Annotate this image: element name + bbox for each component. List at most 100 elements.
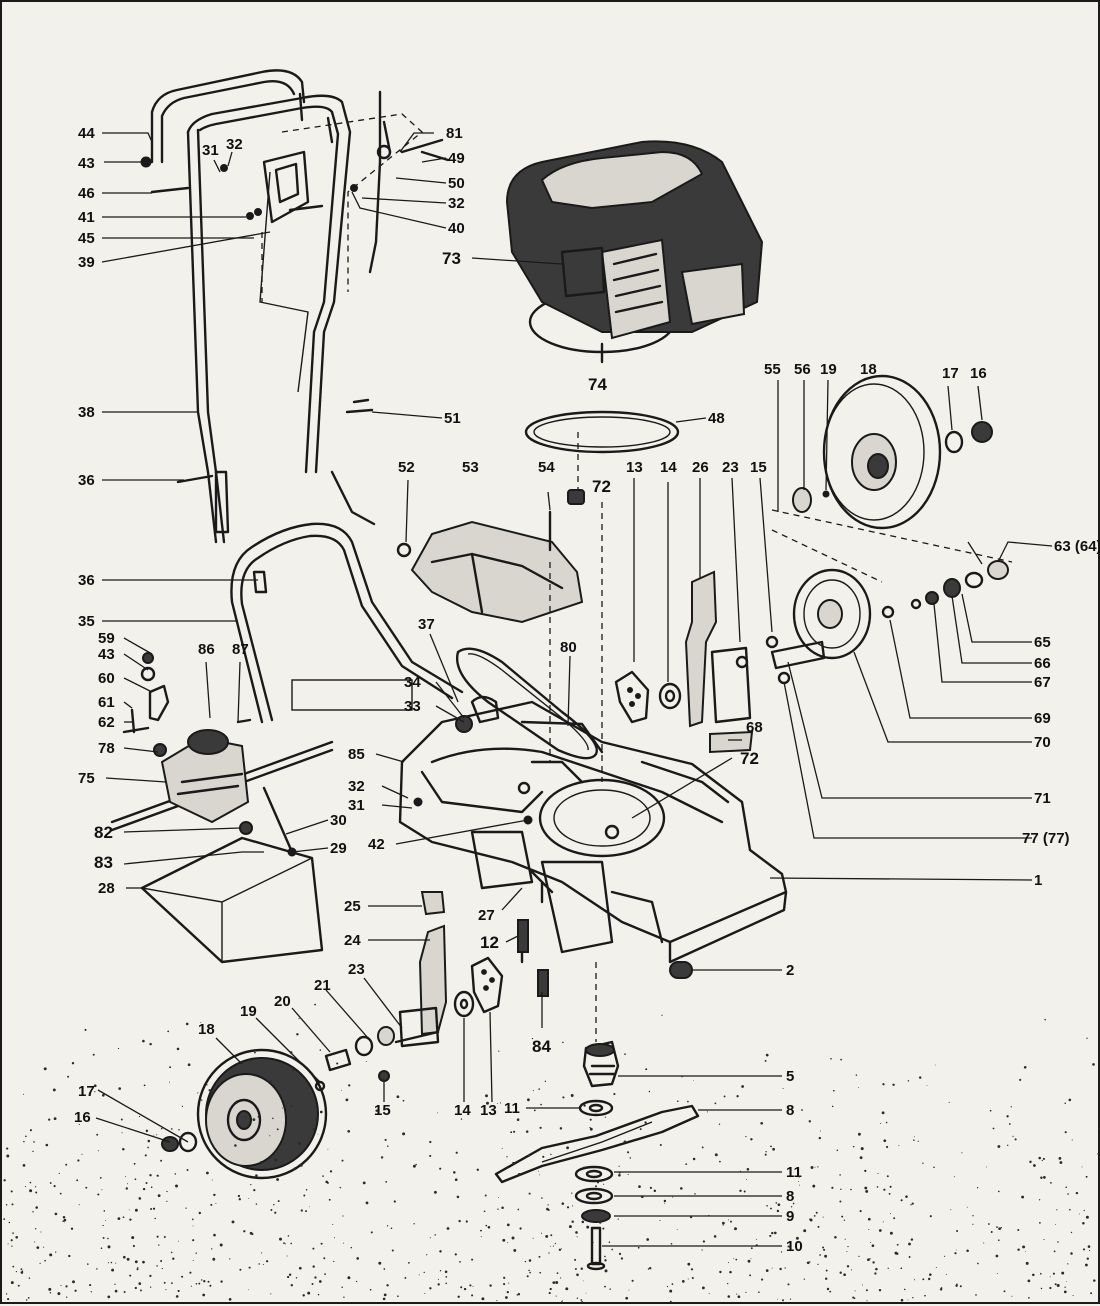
speckle-dot — [692, 1157, 696, 1161]
speckle-dot — [1086, 1037, 1088, 1039]
speckle-dot — [1000, 1227, 1002, 1229]
speckle-dot — [471, 1258, 474, 1261]
speckle-dot — [176, 1047, 180, 1051]
speckle-dot — [307, 1291, 311, 1295]
speckle-dot — [298, 1266, 302, 1270]
label-85: 85 — [348, 746, 365, 763]
speckle-dot — [539, 1271, 542, 1274]
speckle-dot — [727, 1261, 729, 1264]
speckle-dot — [627, 1173, 629, 1175]
speckle-dot — [531, 1038, 534, 1040]
speckle-dot — [1023, 1065, 1027, 1069]
speckle-dot — [213, 1233, 216, 1237]
speckle-dot — [220, 1280, 223, 1283]
wheel-hub-right — [765, 560, 1009, 685]
label-8: 8 — [786, 1102, 794, 1119]
speckle-dot — [659, 1144, 662, 1146]
speckle-dot — [516, 1118, 520, 1121]
speckle-dot — [187, 1063, 191, 1067]
label-13: 13 — [626, 459, 643, 476]
speckle-dot — [739, 1189, 742, 1193]
speckle-dot — [562, 1096, 565, 1099]
speckle-dot — [67, 1075, 70, 1078]
speckle-dot — [620, 1257, 624, 1260]
speckle-dot — [457, 1295, 460, 1298]
speckle-dot — [122, 1216, 125, 1219]
speckle-dot — [320, 1242, 323, 1245]
speckle-dot — [332, 1223, 334, 1226]
speckle-dot — [1064, 1286, 1066, 1288]
speckle-dot — [396, 1095, 400, 1099]
speckle-dot — [136, 1268, 139, 1271]
speckle-dot — [381, 1078, 385, 1081]
speckle-dot — [813, 1215, 816, 1217]
speckle-dot — [558, 1248, 562, 1251]
speckle-dot — [1049, 1286, 1052, 1290]
speckle-dot — [562, 1159, 564, 1161]
speckle-dot — [323, 1257, 326, 1260]
speckle-dot — [134, 1178, 137, 1181]
speckle-dot — [790, 1206, 793, 1208]
speckle-dot — [998, 1227, 1001, 1231]
speckle-dot — [34, 1186, 37, 1188]
speckle-dot — [156, 1134, 158, 1136]
speckle-dot — [170, 1128, 173, 1130]
label-31b: 31 — [348, 797, 365, 814]
speckle-dot — [219, 1243, 223, 1247]
speckle-dot — [876, 1186, 879, 1188]
speckle-dot — [886, 1175, 889, 1178]
speckle-dot — [125, 1187, 128, 1190]
speckle-dot — [199, 1022, 201, 1023]
speckle-dot — [507, 1242, 509, 1244]
speckle-dot — [362, 1181, 366, 1185]
speckle-dot — [317, 1293, 320, 1296]
label-36: 36 — [78, 472, 95, 489]
speckle-dot — [787, 1283, 790, 1286]
speckle-dot — [881, 1111, 885, 1115]
speckle-dot — [687, 1278, 689, 1280]
speckle-dot — [777, 1203, 781, 1206]
speckle-dot — [997, 1190, 1000, 1193]
speckle-dot — [900, 1267, 903, 1270]
speckle-dot — [55, 1251, 57, 1253]
speckle-dot — [859, 1210, 862, 1213]
speckle-dot — [1081, 1166, 1083, 1168]
speckle-dot — [1050, 1182, 1052, 1184]
speckle-dot — [618, 1165, 620, 1167]
label-69: 69 — [1034, 710, 1051, 727]
speckle-dot — [933, 1166, 935, 1169]
speckle-dot — [702, 1240, 706, 1243]
speckle-dot — [133, 1162, 136, 1165]
speckle-dot — [192, 1225, 194, 1227]
speckle-dot — [28, 1277, 31, 1279]
label-24: 24 — [344, 932, 361, 949]
speckle-dot — [566, 1146, 570, 1150]
speckle-dot — [687, 1262, 691, 1266]
speckle-dot — [114, 1283, 116, 1285]
speckle-dot — [147, 1139, 151, 1143]
speckle-dot — [424, 1292, 426, 1294]
wheel-front-left — [161, 1026, 440, 1180]
speckle-dot — [671, 1283, 674, 1285]
speckle-dot — [608, 1241, 611, 1243]
speckle-dot — [343, 1242, 344, 1244]
speckle-dot — [157, 1194, 161, 1198]
speckle-dot — [672, 1196, 674, 1198]
speckle-dot — [745, 1291, 747, 1293]
speckle-dot — [512, 1161, 515, 1165]
speckle-dot — [229, 1258, 231, 1260]
speckle-dot — [24, 1186, 27, 1188]
speckle-dot — [248, 1197, 250, 1199]
speckle-dot — [1092, 1063, 1095, 1066]
speckle-dot — [329, 1170, 333, 1173]
speckle-dot — [517, 1292, 521, 1296]
speckle-dot — [739, 1170, 741, 1172]
speckle-dot — [589, 1118, 592, 1121]
speckle-dot — [972, 1223, 974, 1225]
speckle-dot — [747, 1259, 751, 1263]
speckle-dot — [840, 1058, 842, 1061]
speckle-dot — [137, 1267, 139, 1269]
speckle-dot — [72, 1280, 75, 1284]
speckle-dot — [57, 1292, 61, 1296]
